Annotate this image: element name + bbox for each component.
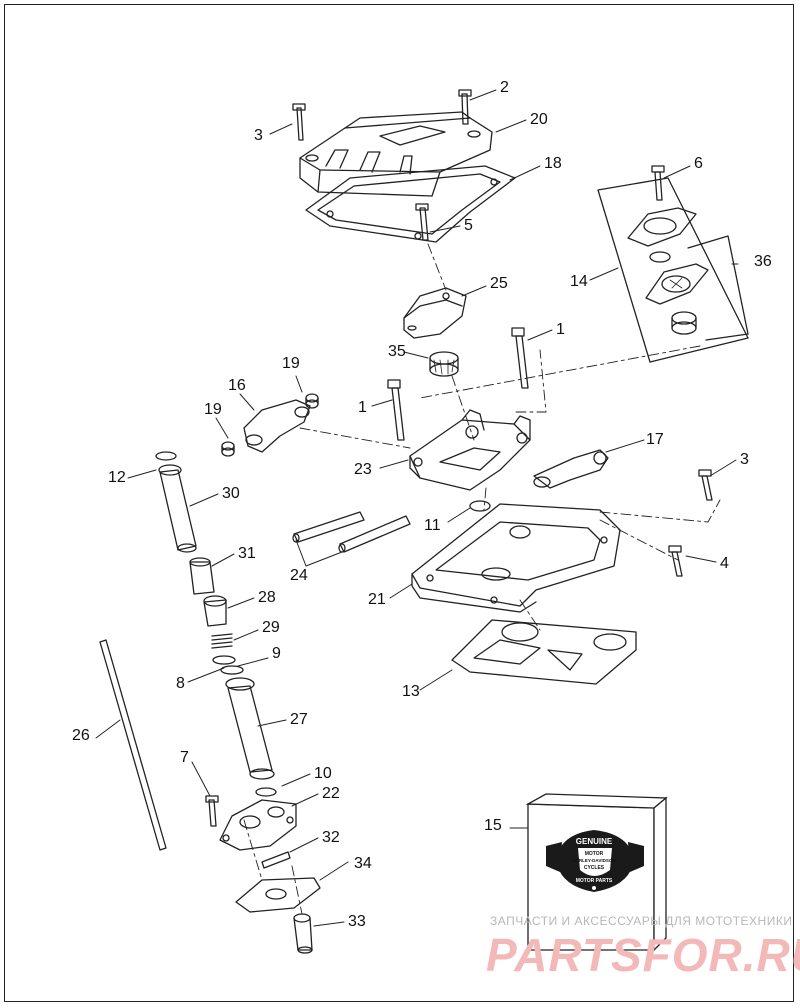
callout-4: 4: [720, 555, 729, 572]
callout-3-right: 3: [740, 451, 749, 468]
callout-2: 2: [500, 79, 509, 96]
diagram-frame: [4, 4, 794, 1002]
tappet-cover: [219, 799, 297, 851]
callout-35: 35: [388, 343, 406, 360]
pushrod: [99, 639, 167, 851]
callout-34: 34: [354, 855, 372, 872]
callout-5: 5: [464, 217, 473, 234]
callout-1-upper: 1: [556, 321, 565, 338]
callout-8: 8: [176, 675, 185, 692]
bolt-7: [208, 799, 217, 827]
callout-19-lower: 19: [204, 401, 222, 418]
callout-13: 13: [402, 683, 420, 700]
callout-18: 18: [544, 155, 562, 172]
watermark-brand: PARTSFOR.RU: [486, 929, 800, 981]
pin-32: [261, 851, 291, 869]
genuine-parts-box: GENUINE MOTOR HARLEY-DAVIDSON CYCLES MOT…: [525, 793, 668, 952]
callout-30: 30: [222, 485, 240, 502]
callout-17: 17: [646, 431, 664, 448]
callout-32: 32: [322, 829, 340, 846]
callout-28: 28: [258, 589, 276, 606]
housing-bolts: [668, 469, 713, 577]
callout-23: 23: [354, 461, 372, 478]
cover-gasket: [305, 165, 516, 243]
callout-27: 27: [290, 711, 308, 728]
callout-11: 11: [424, 517, 441, 534]
callout-15: 15: [484, 817, 502, 834]
leader-lines: [95, 89, 739, 927]
callout-31: 31: [238, 545, 256, 562]
pushrod-tube-stack: [155, 451, 277, 797]
badge-shield-text: HARLEY-DAVIDSON: [572, 858, 615, 863]
callout-36: 36: [754, 253, 772, 270]
tappet-gasket: [235, 877, 321, 913]
callout-9: 9: [272, 645, 281, 662]
callout-7: 7: [180, 749, 189, 766]
callout-1-lower: 1: [358, 399, 367, 416]
rocker-support: [409, 409, 531, 491]
watermark-tagline: ЗАПЧАСТИ И АКСЕССУАРЫ ДЛЯ МОТОТЕХНИКИ: [490, 914, 793, 928]
callout-20: 20: [530, 111, 548, 128]
callout-10: 10: [314, 765, 332, 782]
support-bolts: [387, 327, 529, 441]
callout-12: 12: [108, 469, 126, 486]
badge-bottom-text: MOTOR PARTS: [576, 878, 613, 884]
tappet: [293, 913, 313, 954]
callout-3: 3: [254, 127, 263, 144]
rocker-shafts: [292, 511, 411, 553]
rocker-arm-front: [221, 393, 319, 457]
callout-33: 33: [348, 913, 366, 930]
cover-bolts: [292, 89, 472, 241]
breather-cover: [403, 287, 467, 339]
housing-gasket: [451, 619, 637, 685]
badge-mid-text: MOTOR: [585, 851, 604, 857]
callout-25: 25: [490, 275, 508, 292]
callout-6: 6: [694, 155, 703, 172]
callout-24: 24: [290, 567, 308, 584]
callout-16: 16: [228, 377, 246, 394]
o-ring-11: [469, 500, 491, 512]
badge-mid2-text: CYCLES: [584, 865, 605, 871]
callout-19-upper: 19: [282, 355, 300, 372]
callout-26: 26: [72, 727, 90, 744]
breather-filter: [429, 351, 459, 377]
rocker-housing: [411, 503, 621, 613]
callout-29: 29: [262, 619, 280, 636]
assembly-lines: [243, 243, 721, 915]
callout-21: 21: [368, 591, 386, 608]
badge-top-text: GENUINE: [576, 837, 613, 846]
callout-22: 22: [322, 785, 340, 802]
bolt-7-head: [205, 795, 219, 803]
oil-assembly-callout-box: [597, 165, 749, 363]
rocker-arm-rear: [533, 449, 609, 489]
callout-14: 14: [570, 273, 588, 290]
